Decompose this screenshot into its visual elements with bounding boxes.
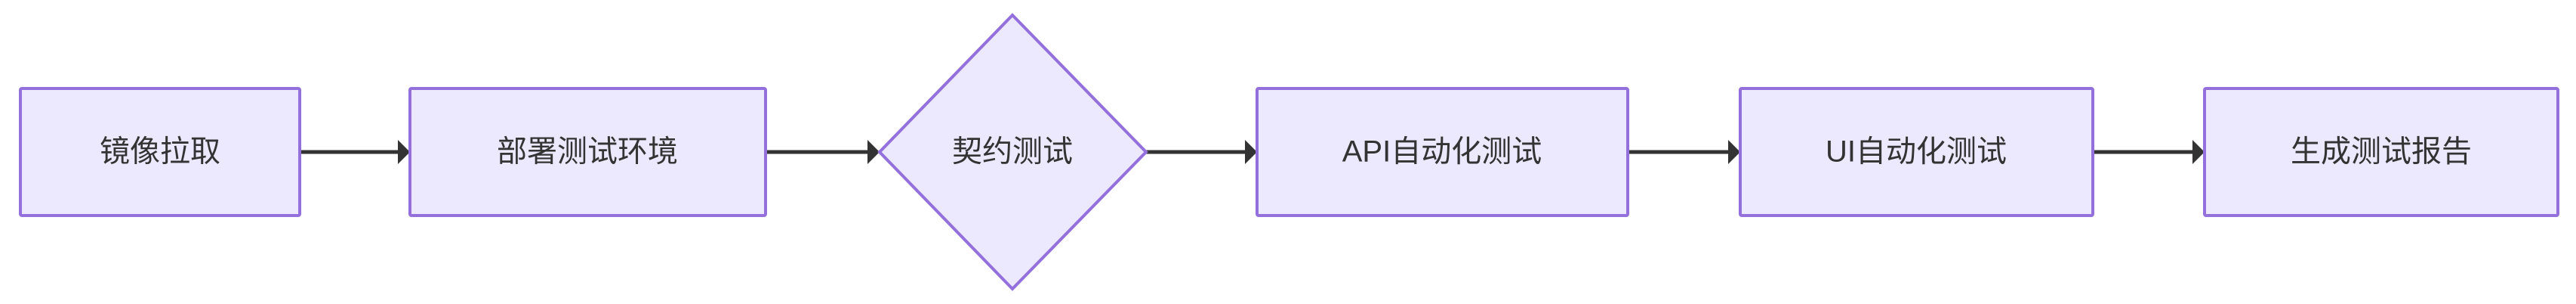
node-label: API自动化测试 <box>1342 135 1542 169</box>
node-rect <box>1739 87 2094 217</box>
node-contract-test[interactable]: 契约测试 <box>877 13 1148 291</box>
node-deploy-test-env[interactable]: 部署测试环境 <box>408 87 767 217</box>
node-image-pull[interactable]: 镜像拉取 <box>19 87 301 217</box>
node-rect <box>1256 87 1629 217</box>
node-label: 镜像拉取 <box>100 135 220 169</box>
node-group: 镜像拉取 部署测试环境 契约测试 API自动化测试 UI自动化测试 生成测试报告 <box>19 13 2559 291</box>
edge-n2-n3[interactable] <box>766 140 880 164</box>
node-generate-test-report[interactable]: 生成测试报告 <box>2203 87 2559 217</box>
node-label: UI自动化测试 <box>1826 135 2007 169</box>
node-label: 契约测试 <box>952 135 1073 169</box>
node-rect <box>2203 87 2559 217</box>
node-label: 部署测试环境 <box>497 135 678 169</box>
edge-n3-n4[interactable] <box>1146 140 1257 164</box>
node-label: 生成测试报告 <box>2291 135 2472 169</box>
edge-n1-n2[interactable] <box>300 140 410 164</box>
node-api-automation-test[interactable]: API自动化测试 <box>1256 87 1629 217</box>
edge-n4-n5[interactable] <box>1628 140 1740 164</box>
node-ui-automation-test[interactable]: UI自动化测试 <box>1739 87 2094 217</box>
node-diamond <box>877 13 1148 291</box>
edge-n5-n6[interactable] <box>2093 140 2205 164</box>
node-rect <box>19 87 301 217</box>
arrowhead-icon <box>1728 140 1740 164</box>
arrowhead-icon <box>1245 140 1257 164</box>
arrowhead-icon <box>2192 140 2205 164</box>
arrowhead-icon <box>398 140 410 164</box>
node-rect <box>408 87 767 217</box>
edge-group <box>300 140 2205 164</box>
arrowhead-icon <box>867 140 880 164</box>
